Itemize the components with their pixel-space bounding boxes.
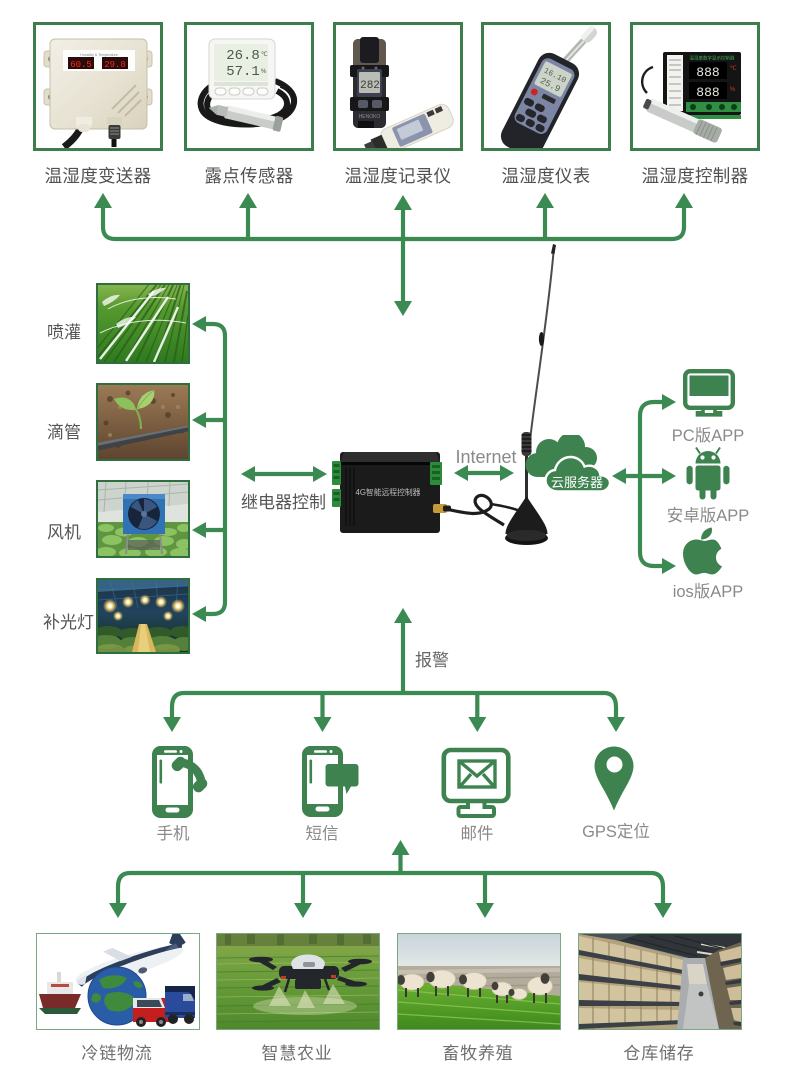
svg-text:282: 282 (360, 80, 380, 92)
svg-text:Humidity & Temperature: Humidity & Temperature (80, 53, 118, 57)
svg-text:4G智能远程控制器: 4G智能远程控制器 (356, 487, 421, 497)
svg-text:%: % (261, 69, 267, 75)
svg-text:%: % (730, 87, 736, 93)
svg-text:云服务器: 云服务器 (551, 475, 603, 490)
svg-text:℃: ℃ (730, 66, 737, 72)
svg-text:57.1: 57.1 (226, 64, 260, 80)
svg-text:888: 888 (696, 65, 719, 80)
svg-text:温湿度数字显示控制器: 温湿度数字显示控制器 (690, 55, 735, 62)
svg-text:60.5: 60.5 (70, 60, 92, 70)
svg-text:℃: ℃ (261, 52, 268, 58)
svg-text:888: 888 (696, 85, 719, 100)
svg-text:29.8: 29.8 (104, 60, 126, 70)
svg-text:26.8: 26.8 (226, 48, 260, 64)
svg-text:HENOKO: HENOKO (359, 114, 381, 120)
